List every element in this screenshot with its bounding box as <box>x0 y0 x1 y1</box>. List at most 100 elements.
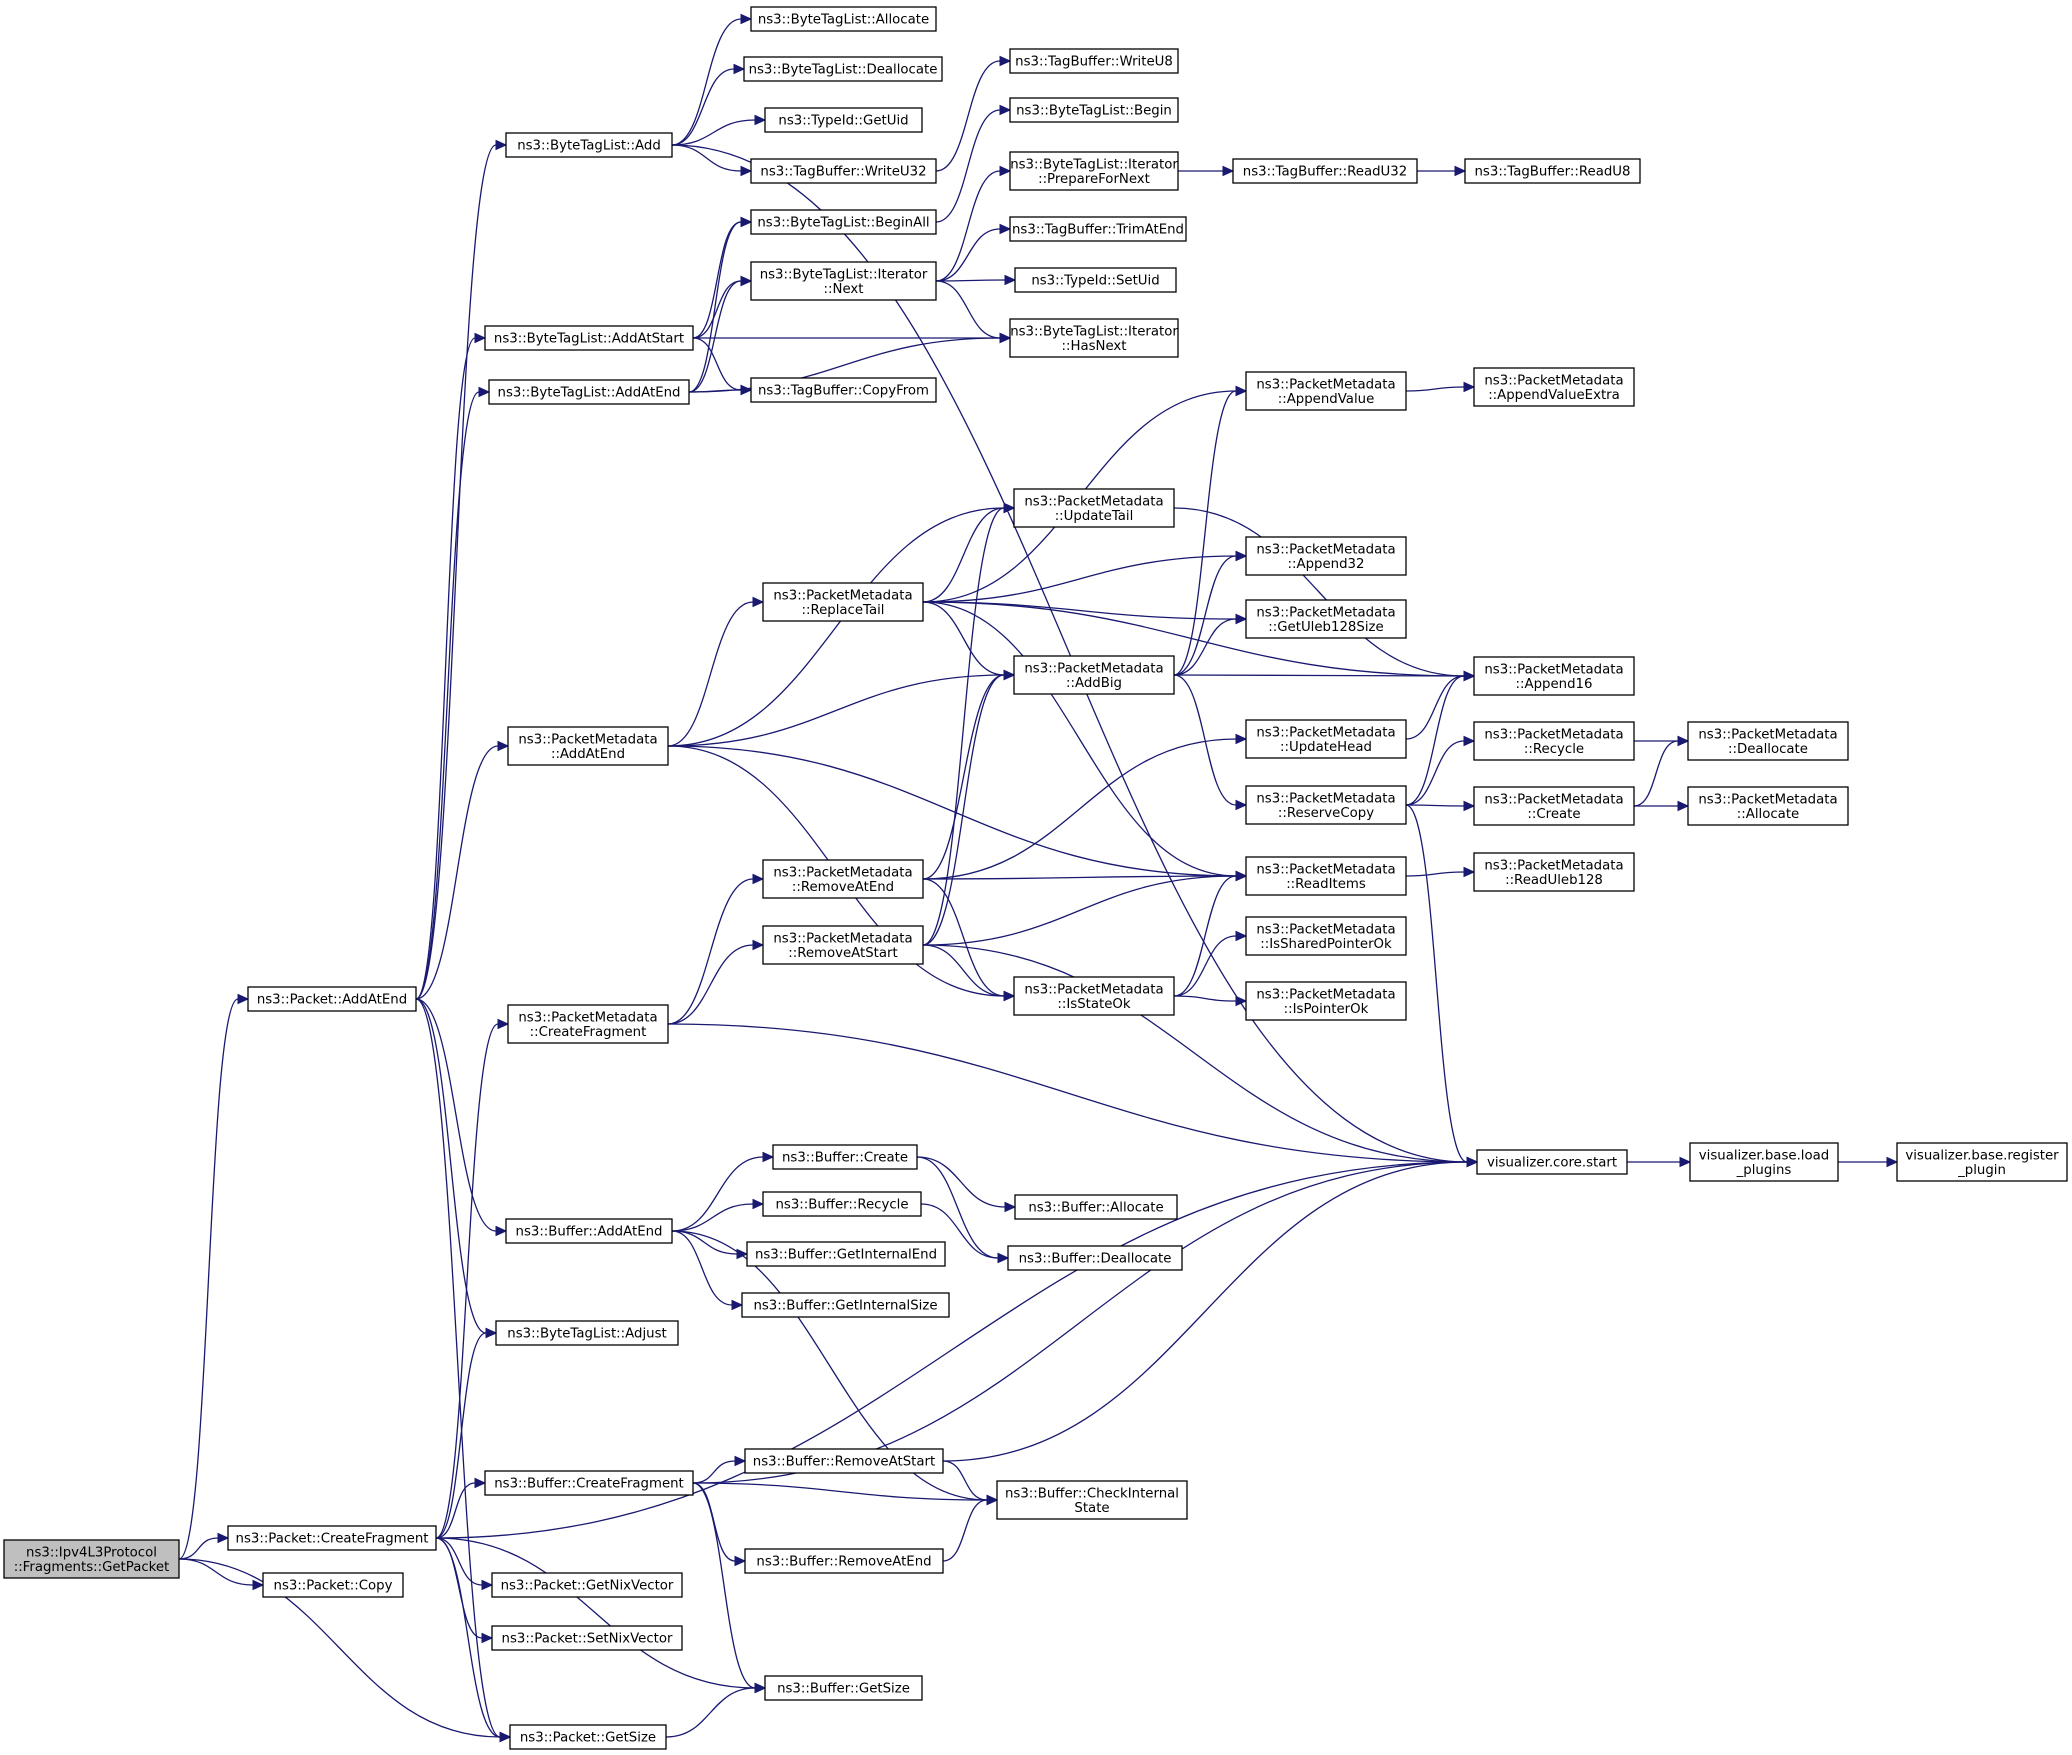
edge-line <box>1174 556 1236 675</box>
node-btl-deallocate[interactable]: ns3::ByteTagList::Deallocate <box>744 57 942 81</box>
node-b-remove-at-end[interactable]: ns3::Buffer::RemoveAtEnd <box>745 1549 943 1573</box>
edge-line <box>923 876 1236 945</box>
node-b-check-internal-state[interactable]: ns3::Buffer::CheckInternalState <box>997 1481 1187 1519</box>
node-b-get-internal-size[interactable]: ns3::Buffer::GetInternalSize <box>742 1293 949 1317</box>
node-pm-read-items[interactable]: ns3::PacketMetadata::ReadItems <box>1246 857 1406 895</box>
node-b-get-size[interactable]: ns3::Buffer::GetSize <box>765 1676 922 1700</box>
node-tb-write-u8[interactable]: ns3::TagBuffer::WriteU8 <box>1010 49 1178 73</box>
node-viz-register-plugin[interactable]: visualizer.base.register_plugin <box>1897 1143 2067 1181</box>
node-tid-get-uid[interactable]: ns3::TypeId::GetUid <box>765 108 922 132</box>
node-pm-remove-at-start[interactable]: ns3::PacketMetadata::RemoveAtStart <box>763 926 923 964</box>
node-pm-append16[interactable]: ns3::PacketMetadata::Append16 <box>1474 657 1634 695</box>
node-btli-prepare-for-next[interactable]: ns3::ByteTagList::Iterator::PrepareForNe… <box>1010 152 1178 190</box>
edge-arrowhead <box>475 334 485 343</box>
edge-arrowhead <box>1455 167 1465 176</box>
edge-btli-next-to-tb-trim-at-end <box>936 225 1010 282</box>
node-pm-append-value-extra[interactable]: ns3::PacketMetadata::AppendValueExtra <box>1474 368 1634 406</box>
node-label: ns3::Packet::AddAtEnd <box>257 993 407 1008</box>
node-btl-begin[interactable]: ns3::ByteTagList::Begin <box>1010 98 1178 122</box>
node-tb-read-u32[interactable]: ns3::TagBuffer::ReadU32 <box>1233 159 1417 183</box>
node-btl-begin-all[interactable]: ns3::ByteTagList::BeginAll <box>751 210 936 234</box>
node-pm-update-head[interactable]: ns3::PacketMetadata::UpdateHead <box>1246 720 1406 758</box>
node-pm-is-shared-pointer-ok[interactable]: ns3::PacketMetadata::IsSharedPointerOk <box>1246 917 1406 955</box>
node-btl-add-at-start[interactable]: ns3::ByteTagList::AddAtStart <box>485 326 693 350</box>
node-pm-reserve-copy[interactable]: ns3::PacketMetadata::ReserveCopy <box>1246 786 1406 824</box>
node-label: ns3::PacketMetadata <box>518 1010 657 1025</box>
node-pm-append32[interactable]: ns3::PacketMetadata::Append32 <box>1246 537 1406 575</box>
edge-line <box>923 602 1236 876</box>
node-pm-allocate[interactable]: ns3::PacketMetadata::Allocate <box>1688 787 1848 825</box>
node-pm-remove-at-end[interactable]: ns3::PacketMetadata::RemoveAtEnd <box>763 860 923 898</box>
edge-arrowhead <box>753 875 763 884</box>
node-pm-get-uleb128-size[interactable]: ns3::PacketMetadata::GetUleb128Size <box>1246 600 1406 638</box>
edge-line <box>1174 508 1464 676</box>
node-label: ns3::Buffer::GetInternalEnd <box>755 1248 937 1263</box>
edge-p-add-at-end-to-btl-adjust <box>416 999 496 1338</box>
node-btli-next[interactable]: ns3::ByteTagList::Iterator::Next <box>751 262 936 300</box>
node-viz-core-start[interactable]: visualizer.core.start <box>1477 1150 1627 1174</box>
node-b-deallocate[interactable]: ns3::Buffer::Deallocate <box>1008 1246 1182 1270</box>
edge-btl-add-at-start-to-btli-has-next <box>693 334 1010 343</box>
node-pm-append-value[interactable]: ns3::PacketMetadata::AppendValue <box>1246 372 1406 410</box>
node-b-create[interactable]: ns3::Buffer::Create <box>773 1145 917 1169</box>
edge-line <box>179 999 238 1559</box>
node-btl-add-at-end[interactable]: ns3::ByteTagList::AddAtEnd <box>489 380 689 404</box>
edge-line <box>943 1461 987 1500</box>
edge-line <box>693 1483 755 1688</box>
edge-line <box>179 1538 218 1559</box>
node-root[interactable]: ns3::Ipv4L3Protocol::Fragments::GetPacke… <box>4 1540 179 1578</box>
node-pm-create-fragment[interactable]: ns3::PacketMetadata::CreateFragment <box>508 1005 668 1043</box>
edge-pm-reserve-copy-to-viz-core-start <box>1406 805 1477 1167</box>
edge-pm-add-at-end-to-pm-read-items <box>668 746 1246 881</box>
node-pm-create[interactable]: ns3::PacketMetadata::Create <box>1474 787 1634 825</box>
node-pm-recycle[interactable]: ns3::PacketMetadata::Recycle <box>1474 722 1634 760</box>
node-b-create-fragment[interactable]: ns3::Buffer::CreateFragment <box>485 1471 693 1495</box>
edge-arrowhead <box>753 1200 763 1209</box>
node-viz-load-plugins[interactable]: visualizer.base.load_plugins <box>1690 1143 1838 1181</box>
edge-arrowhead <box>1236 801 1246 810</box>
node-pm-deallocate[interactable]: ns3::PacketMetadata::Deallocate <box>1688 722 1848 760</box>
edge-line <box>917 1157 1005 1207</box>
node-p-get-nix-vector[interactable]: ns3::Packet::GetNixVector <box>492 1573 682 1597</box>
edge-btli-prepare-for-next-to-tb-read-u32 <box>1178 167 1233 176</box>
edge-arrowhead <box>498 1020 508 1029</box>
node-btl-allocate[interactable]: ns3::ByteTagList::Allocate <box>751 7 936 31</box>
node-pm-add-big[interactable]: ns3::PacketMetadata::AddBig <box>1014 656 1174 694</box>
edge-line <box>923 675 1004 879</box>
node-pm-replace-tail[interactable]: ns3::PacketMetadata::ReplaceTail <box>763 583 923 621</box>
node-pm-add-at-end[interactable]: ns3::PacketMetadata::AddAtEnd <box>508 727 668 765</box>
node-b-recycle[interactable]: ns3::Buffer::Recycle <box>763 1192 921 1216</box>
node-b-get-internal-end[interactable]: ns3::Buffer::GetInternalEnd <box>747 1242 945 1266</box>
node-tb-read-u8[interactable]: ns3::TagBuffer::ReadU8 <box>1465 159 1640 183</box>
edge-pm-add-big-to-pm-reserve-copy <box>1174 675 1246 810</box>
edge-arrowhead <box>1464 802 1474 811</box>
edge-line <box>923 556 1236 602</box>
node-p-get-size[interactable]: ns3::Packet::GetSize <box>510 1725 666 1749</box>
node-p-create-fragment[interactable]: ns3::Packet::CreateFragment <box>228 1526 436 1550</box>
node-pm-read-uleb128[interactable]: ns3::PacketMetadata::ReadUleb128 <box>1474 853 1634 891</box>
edge-line <box>936 229 1000 281</box>
node-b-allocate[interactable]: ns3::Buffer::Allocate <box>1015 1195 1177 1219</box>
node-pm-update-tail[interactable]: ns3::PacketMetadata::UpdateTail <box>1014 489 1174 527</box>
node-tb-write-u32[interactable]: ns3::TagBuffer::WriteU32 <box>751 159 936 183</box>
node-tb-copy-from[interactable]: ns3::TagBuffer::CopyFrom <box>751 378 936 402</box>
edge-btl-add-at-end-to-btli-next <box>689 277 751 393</box>
node-btl-adjust[interactable]: ns3::ByteTagList::Adjust <box>496 1321 678 1345</box>
node-btli-has-next[interactable]: ns3::ByteTagList::Iterator::HasNext <box>1010 319 1178 357</box>
node-p-copy[interactable]: ns3::Packet::Copy <box>263 1573 403 1597</box>
node-label: ns3::PacketMetadata <box>1024 982 1163 997</box>
node-label: ns3::ByteTagList::Iterator <box>760 267 928 282</box>
node-b-remove-at-start[interactable]: ns3::Buffer::RemoveAtStart <box>745 1449 943 1473</box>
node-p-set-nix-vector[interactable]: ns3::Packet::SetNixVector <box>492 1626 682 1650</box>
node-label: ns3::TagBuffer::CopyFrom <box>758 384 929 399</box>
node-tid-set-uid[interactable]: ns3::TypeId::SetUid <box>1015 268 1176 292</box>
node-pm-is-pointer-ok[interactable]: ns3::PacketMetadata::IsPointerOk <box>1246 982 1406 1020</box>
node-p-add-at-end[interactable]: ns3::Packet::AddAtEnd <box>248 987 416 1011</box>
node-label: ns3::PacketMetadata <box>773 588 912 603</box>
edge-arrowhead <box>1464 737 1474 746</box>
node-btl-add[interactable]: ns3::ByteTagList::Add <box>506 133 672 157</box>
node-pm-is-state-ok[interactable]: ns3::PacketMetadata::IsStateOk <box>1014 977 1174 1015</box>
node-b-add-at-end[interactable]: ns3::Buffer::AddAtEnd <box>506 1219 672 1243</box>
node-tb-trim-at-end[interactable]: ns3::TagBuffer::TrimAtEnd <box>1010 217 1186 241</box>
node-label: ::IsSharedPointerOk <box>1260 937 1392 952</box>
